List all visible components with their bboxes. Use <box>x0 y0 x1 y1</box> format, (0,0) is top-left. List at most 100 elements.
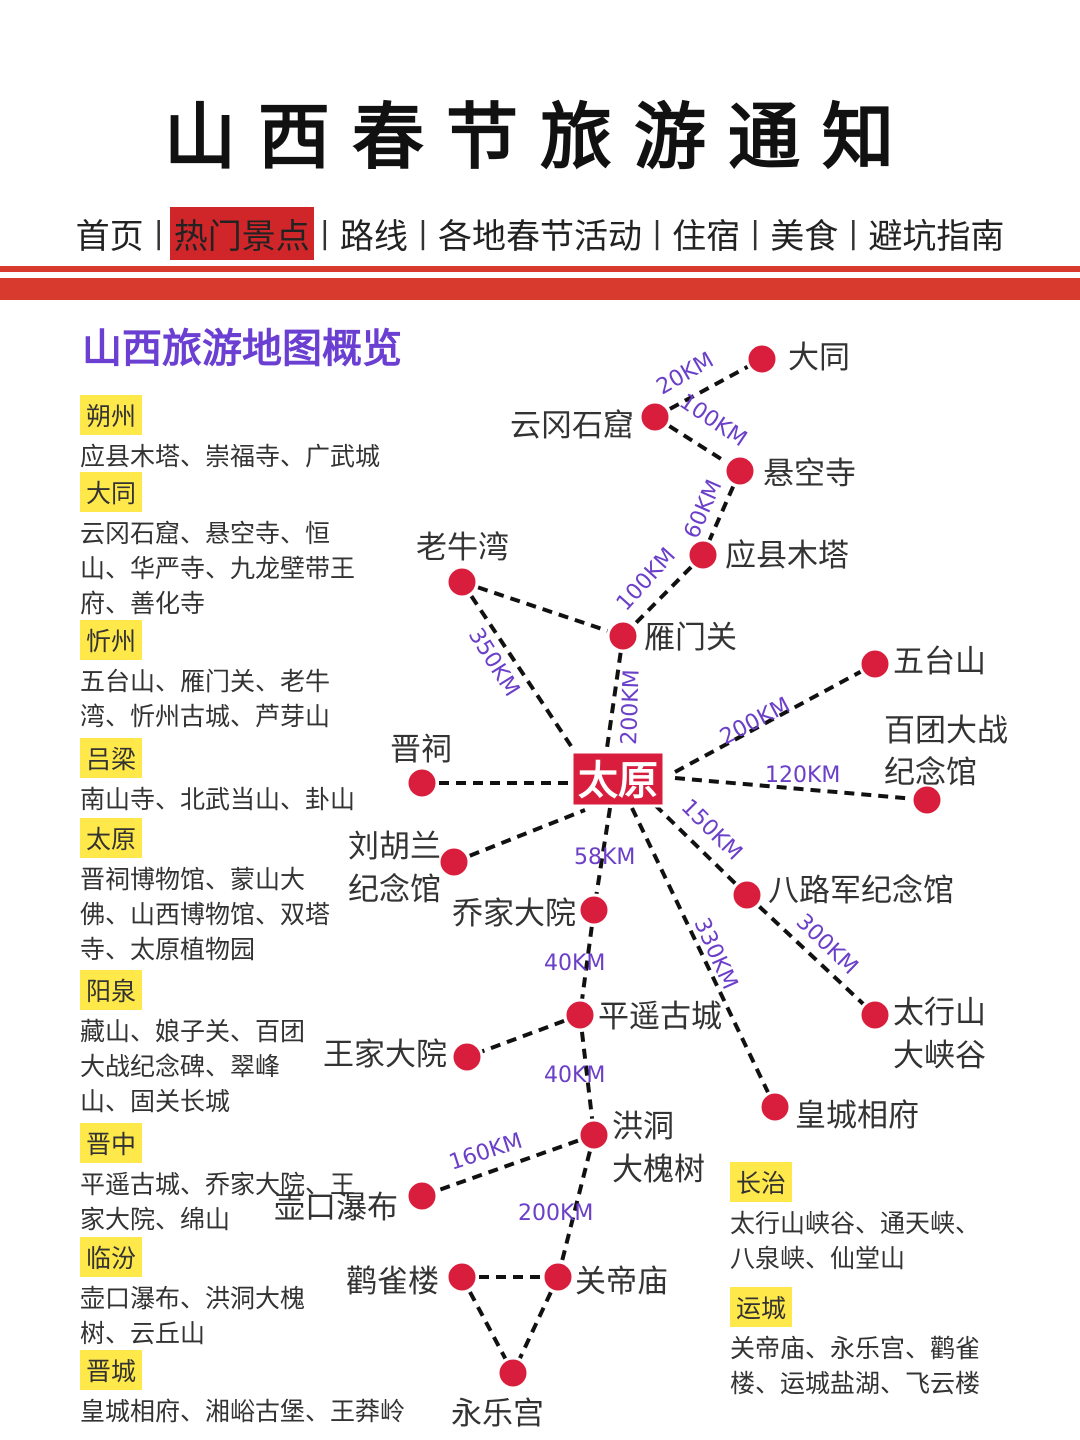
route-taiyuan-qiaojia <box>592 807 612 911</box>
city-label: 平遥古城 <box>598 999 722 1035</box>
distance-label: 150KM <box>676 795 747 866</box>
region-spots: 五台山、雁门关、老牛 <box>80 667 331 696</box>
region-spots: 山、华严寺、九龙壁带王 <box>80 554 356 583</box>
node-wangjia[interactable] <box>450 1040 484 1074</box>
region-tag: 晋城 <box>80 1350 143 1390</box>
city-label: 悬空寺 <box>763 456 856 492</box>
route-lines <box>421 357 928 1374</box>
region-tag: 晋中 <box>80 1123 143 1163</box>
region-tag: 吕梁 <box>80 738 143 778</box>
route-liuhulan-taiyuan <box>453 808 586 864</box>
region-tag: 大同 <box>80 472 143 512</box>
node-guandi[interactable] <box>541 1260 575 1294</box>
node-hukou[interactable] <box>405 1179 439 1213</box>
node-qiaojia[interactable] <box>577 893 611 927</box>
region-tag: 阳泉 <box>80 970 143 1010</box>
region-xinzhou: 忻州 五台山、雁门关、老牛 湾、忻州古城、芦芽山 <box>80 620 410 734</box>
region-linfen: 临汾 壶口瀑布、洪洞大槐 树、云丘山 <box>80 1237 410 1351</box>
nav-food[interactable]: 美食 <box>770 217 839 257</box>
node-yingxian[interactable] <box>686 538 720 572</box>
region-shuozhou: 朔州 应县木塔、崇福寺、广武城 <box>80 395 410 474</box>
node-taihang[interactable] <box>858 998 892 1032</box>
city-label: 大槐树 <box>612 1152 705 1188</box>
header-divider-thick <box>0 278 1080 300</box>
city-label: 晋祠 <box>390 732 452 768</box>
region-taiyuan: 太原 晋祠博物馆、蒙山大 佛、山西博物馆、双塔 寺、太原植物园 <box>80 818 410 967</box>
region-yangquan: 阳泉 藏山、娘子关、百团 大战纪念碑、翠峰 山、固关长城 <box>80 970 410 1119</box>
region-spots: 壶口瀑布、洪洞大槐 <box>80 1284 306 1313</box>
nav-home[interactable]: 首页 <box>75 217 144 257</box>
node-pingyao[interactable] <box>563 998 597 1032</box>
region-spots: 府、善化寺 <box>80 589 206 618</box>
top-nav: 首页 | 热门景点 | 路线 | 各地春节活动 | 住宿 | 美食 | 避坑指南 <box>0 207 1080 260</box>
region-spots: 藏山、娘子关、百团 <box>80 1017 306 1046</box>
route-taiyuan-baituan <box>674 776 928 802</box>
route-taiyuan-huangcheng <box>630 807 777 1108</box>
city-label: 壶口瀑布 <box>274 1190 398 1226</box>
nav-routes[interactable]: 路线 <box>339 217 408 257</box>
map-title: 山西旅游地图概览 <box>82 326 402 372</box>
node-xuankong[interactable] <box>723 454 757 488</box>
route-pingyao-hongdong <box>578 1014 596 1136</box>
region-spots: 云冈石窟、悬空寺、恒 <box>80 519 331 548</box>
region-lvliang: 吕梁 南山寺、北武当山、卦山 <box>80 738 410 817</box>
city-label: 大峡谷 <box>893 1038 986 1074</box>
city-nodes <box>405 342 944 1390</box>
city-label: 王家大院 <box>323 1037 447 1073</box>
distance-label: 200KM <box>518 1201 593 1226</box>
node-datong[interactable] <box>745 342 779 376</box>
region-tag: 长治 <box>730 1162 793 1202</box>
nav-separator: | <box>417 216 428 251</box>
nav-festival-events[interactable]: 各地春节活动 <box>438 217 642 257</box>
node-laoniuwan[interactable] <box>445 565 479 599</box>
region-spots: 树、云丘山 <box>80 1319 206 1348</box>
city-label: 皇城相府 <box>795 1098 919 1134</box>
region-spots: 平遥古城、乔家大院、王 <box>80 1170 356 1199</box>
node-baituan[interactable] <box>910 783 944 817</box>
node-jinci[interactable] <box>405 766 439 800</box>
route-yungang-datong <box>654 357 763 419</box>
distance-label: 100KM <box>675 389 751 452</box>
city-label: 老牛湾 <box>416 530 509 566</box>
distance-label: 20KM <box>653 348 719 400</box>
route-laoniuwan-taiyuan <box>460 580 579 757</box>
region-spots: 太行山峡谷、通天峡、 <box>730 1209 981 1238</box>
node-liuhulan[interactable] <box>437 845 471 879</box>
route-guanque-yongle <box>460 1276 515 1374</box>
node-wutai[interactable] <box>858 647 892 681</box>
region-spots: 家大院、绵山 <box>80 1205 231 1234</box>
node-yungang[interactable] <box>638 400 672 434</box>
node-yanmen[interactable] <box>606 619 640 653</box>
city-label: 洪洞 <box>612 1109 674 1145</box>
nav-lodging[interactable]: 住宿 <box>672 217 741 257</box>
city-label: 关帝庙 <box>575 1264 668 1300</box>
distance-label: 120KM <box>765 763 840 788</box>
route-pingyao-wangjia <box>466 1013 581 1059</box>
region-spots: 皇城相府、湘峪古堡、王莽岭 <box>80 1397 406 1426</box>
route-taiyuan-balujun <box>653 803 749 897</box>
city-label: 百团大战 <box>884 713 1008 749</box>
region-changzhi: 长治 太行山峡谷、通天峡、 八泉峡、仙堂山 <box>730 1162 1030 1276</box>
city-label: 刘胡兰 <box>348 829 441 865</box>
region-jinzhong: 晋中 平遥古城、乔家大院、王 家大院、绵山 <box>80 1123 410 1237</box>
nav-hot-spots[interactable]: 热门景点 <box>169 207 314 260</box>
hub-taiyuan-box[interactable] <box>570 750 666 808</box>
node-guanque[interactable] <box>445 1260 479 1294</box>
city-label: 乔家大院 <box>452 896 576 932</box>
city-label: 大同 <box>788 340 850 376</box>
route-hongdong-hukou <box>421 1133 595 1198</box>
city-label: 太行山 <box>893 995 986 1031</box>
route-yingxian-yanmen <box>621 553 705 638</box>
node-huangcheng[interactable] <box>758 1090 792 1124</box>
region-spots: 湾、忻州古城、芦芽山 <box>80 702 331 731</box>
distance-label: 60KM <box>680 476 728 542</box>
node-balujun[interactable] <box>730 878 764 912</box>
region-spots: 南山寺、北武当山、卦山 <box>80 785 356 814</box>
region-spots: 应县木塔、崇福寺、广武城 <box>80 442 381 471</box>
route-taiyuan-wutai <box>674 662 876 774</box>
node-yongle[interactable] <box>496 1356 530 1390</box>
node-hongdong[interactable] <box>577 1118 611 1152</box>
nav-tips[interactable]: 避坑指南 <box>868 217 1005 257</box>
city-label: 纪念馆 <box>884 755 977 791</box>
distance-label: 200KM <box>716 693 794 750</box>
